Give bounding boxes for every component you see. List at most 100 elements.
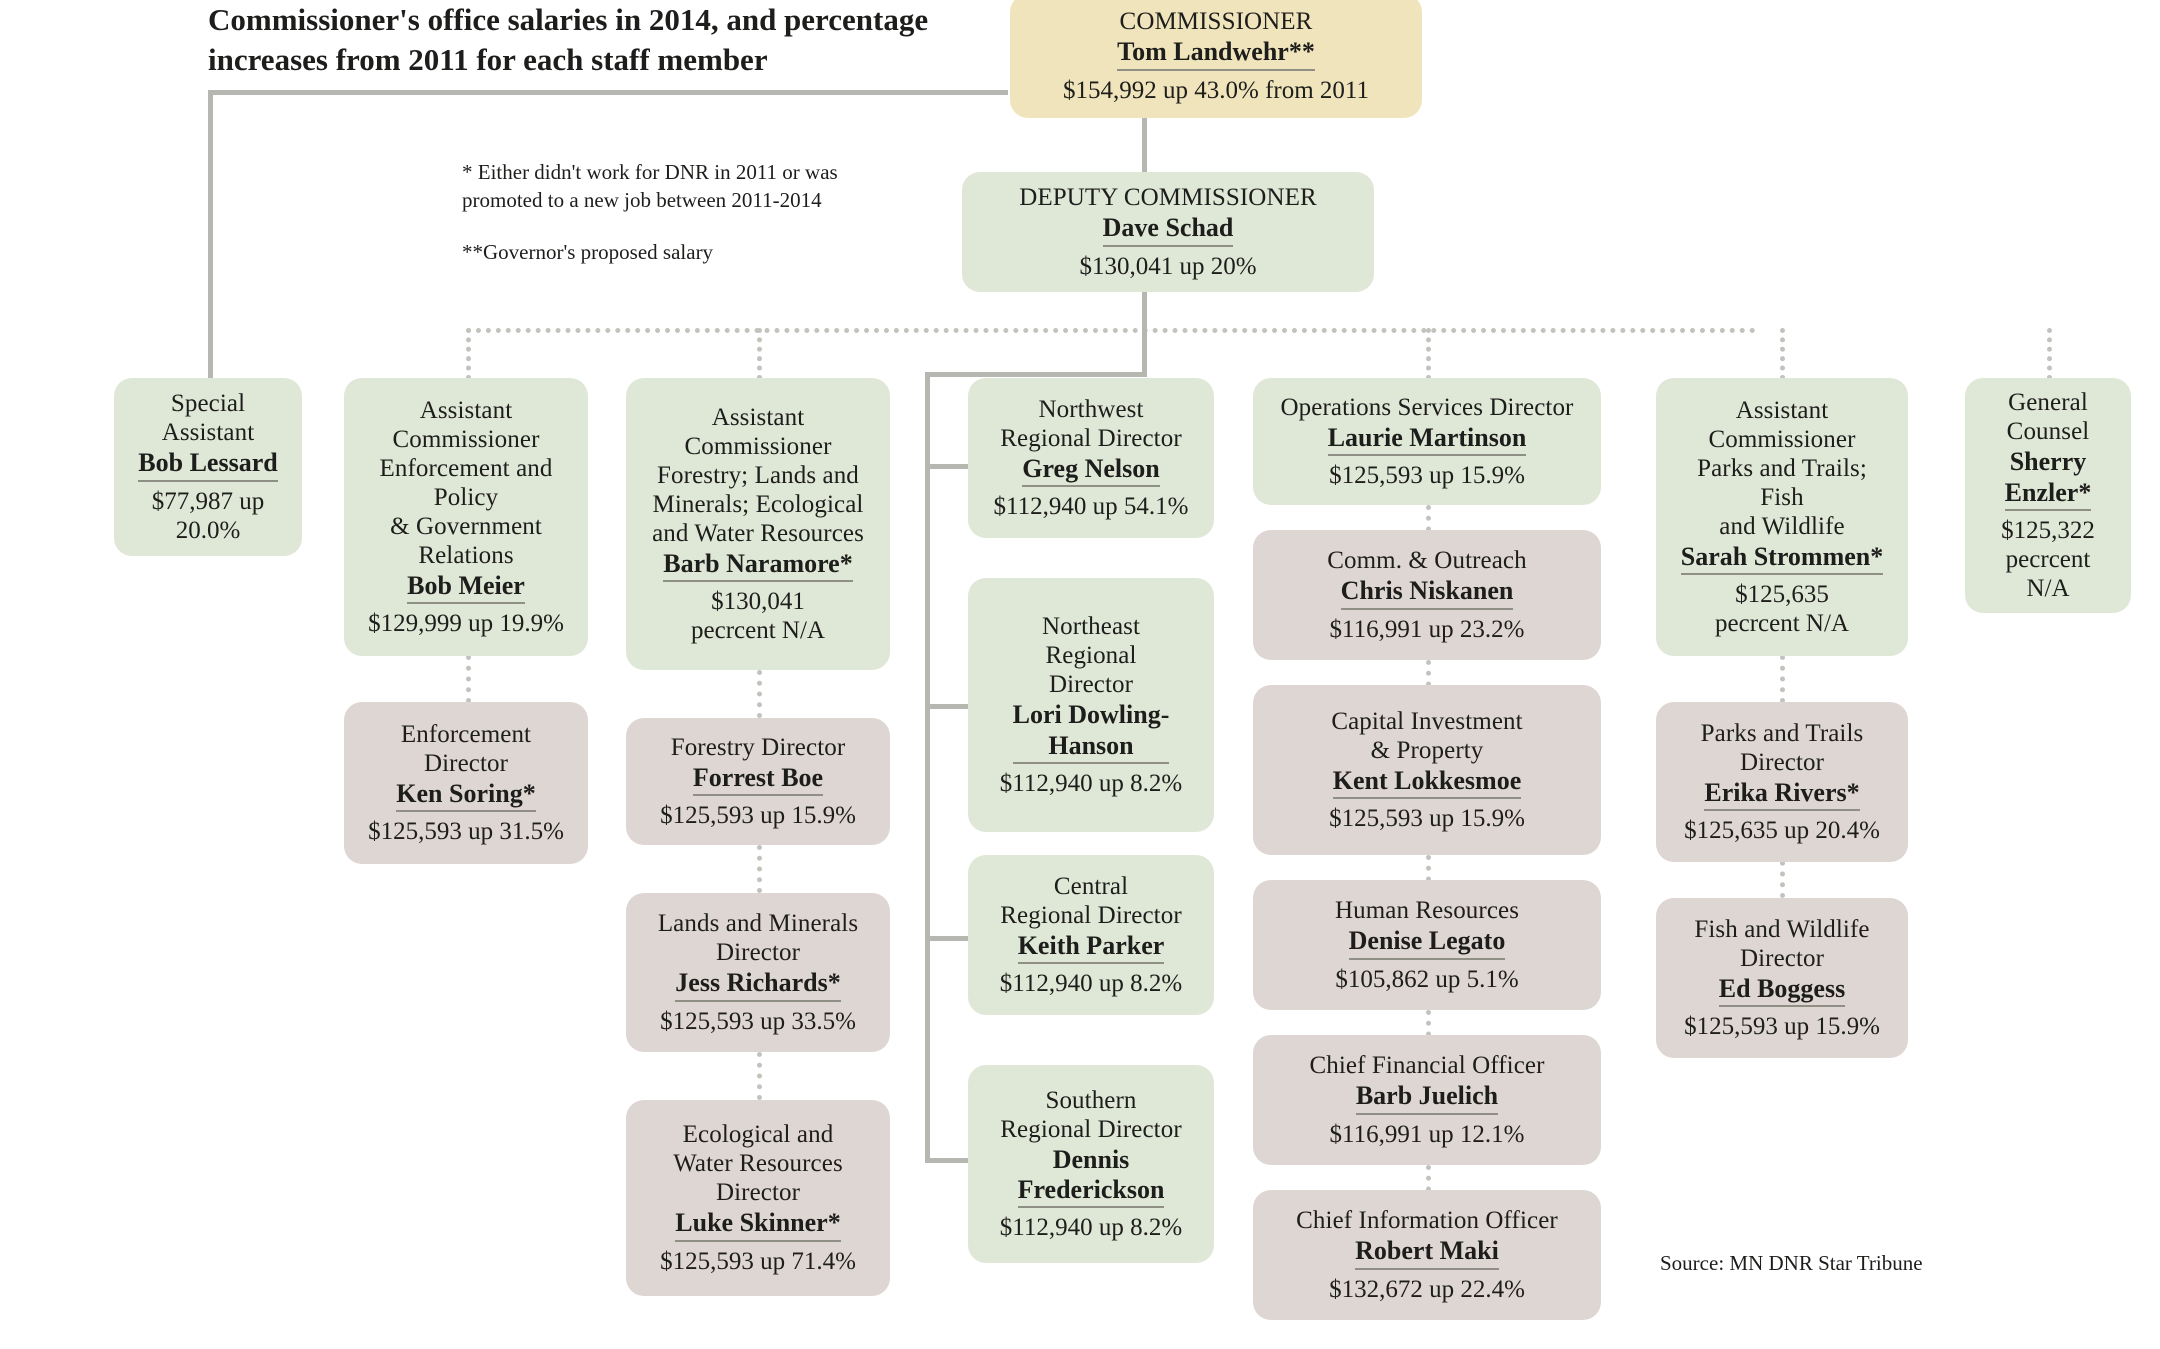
southern-role: Southern Regional Director <box>1000 1086 1182 1143</box>
enforcement-director-role: Enforcement Director <box>400 720 532 777</box>
footnote-double-star: **Governor's proposed salary <box>462 240 714 264</box>
forestry-director-pay: $125,593 up 15.9% <box>660 802 856 830</box>
operations-pay: $125,593 up 15.9% <box>1329 462 1525 490</box>
cfo-pay: $116,991 up 12.1% <box>1329 1120 1525 1148</box>
node-general-counsel[interactable]: General Counsel Sherry Enzler* $125,322 … <box>1965 378 2131 613</box>
general-counsel-role: General Counsel <box>2006 389 2090 446</box>
ecological-water-name: Luke Skinner* <box>675 1208 841 1242</box>
node-northeast-regional[interactable]: Northeast Regional Director Lori Dowling… <box>968 578 1214 832</box>
hr-role: Human Resources <box>1334 897 1520 925</box>
ac-enforcement-name: Bob Meier <box>407 571 525 605</box>
commissioner-role: COMMISSIONER <box>1119 8 1313 36</box>
ac-enforcement-pay: $129,999 up 19.9% <box>368 610 564 638</box>
node-northwest-regional[interactable]: Northwest Regional Director Greg Nelson … <box>968 378 1214 538</box>
node-lands-minerals-director[interactable]: Lands and Minerals Director Jess Richard… <box>626 893 890 1052</box>
southern-name: Dennis Frederickson <box>1017 1145 1165 1209</box>
fish-wildlife-name: Ed Boggess <box>1718 974 1846 1008</box>
comm-outreach-role: Comm. & Outreach <box>1327 547 1527 575</box>
cio-name: Robert Maki <box>1355 1236 1499 1270</box>
node-operations-services[interactable]: Operations Services Director Laurie Mart… <box>1253 378 1601 505</box>
chain-ecological <box>757 1052 762 1100</box>
drop-general-counsel <box>2047 328 2052 380</box>
chain-lands <box>757 845 762 893</box>
commissioner-pay: $154,992 up 43.0% from 2011 <box>1063 76 1369 104</box>
node-cio[interactable]: Chief Information Officer Robert Maki $1… <box>1253 1190 1601 1320</box>
northwest-name: Greg Nelson <box>1022 454 1160 488</box>
lands-minerals-role: Lands and Minerals Director <box>657 910 859 967</box>
enforcement-director-name: Ken Soring* <box>396 779 536 813</box>
node-parks-trails-director[interactable]: Parks and Trails Director Erika Rivers* … <box>1656 702 1908 862</box>
ac-forestry-name: Barb Naramore* <box>663 549 853 583</box>
connector-deputy-regional-down <box>1142 328 1147 376</box>
cio-pay: $132,672 up 22.4% <box>1329 1275 1525 1303</box>
connector-regional-elbow <box>925 372 1147 377</box>
connector-regional-stub-ne <box>925 704 970 709</box>
hr-pay: $105,862 up 5.1% <box>1335 965 1519 993</box>
chain-cio <box>1426 1165 1431 1213</box>
connector-regional-stub-central <box>925 936 970 941</box>
special-assistant-role: Special Assistant <box>161 390 255 447</box>
footnote-single-star: * Either didn't work for DNR in 2011 or … <box>462 160 838 213</box>
northwest-pay: $112,940 up 54.1% <box>993 493 1189 521</box>
special-assistant-name: Bob Lessard <box>138 448 278 482</box>
central-pay: $112,940 up 8.2% <box>999 970 1183 998</box>
node-central-regional[interactable]: Central Regional Director Keith Parker $… <box>968 855 1214 1015</box>
southern-pay: $112,940 up 8.2% <box>999 1214 1183 1242</box>
northwest-role: Northwest Regional Director <box>1000 395 1182 452</box>
deputy-role: DEPUTY COMMISSIONER <box>1019 184 1317 212</box>
parks-trails-role: Parks and Trails Director <box>1700 719 1864 776</box>
node-deputy-commissioner[interactable]: DEPUTY COMMISSIONER Dave Schad $130,041 … <box>962 172 1374 292</box>
cfo-name: Barb Juelich <box>1355 1081 1499 1115</box>
comm-outreach-pay: $116,991 up 23.2% <box>1329 615 1525 643</box>
node-special-assistant[interactable]: Special Assistant Bob Lessard $77,987 up… <box>114 378 302 556</box>
node-ac-forestry[interactable]: Assistant Commissioner Forestry; Lands a… <box>626 378 890 670</box>
node-enforcement-director[interactable]: Enforcement Director Ken Soring* $125,59… <box>344 702 588 864</box>
operations-name: Laurie Martinson <box>1327 423 1527 457</box>
commissioner-name: Tom Landwehr** <box>1117 37 1315 71</box>
enforcement-director-pay: $125,593 up 31.5% <box>368 818 564 846</box>
capital-name: Kent Lokkesmoe <box>1332 766 1522 800</box>
drop-ac-enforcement <box>466 328 471 380</box>
lands-minerals-pay: $125,593 up 33.5% <box>660 1007 856 1035</box>
ac-forestry-pay: $130,041 pecrcent N/A <box>691 588 825 645</box>
chain-cfo <box>1426 1010 1431 1058</box>
central-name: Keith Parker <box>1017 931 1165 965</box>
forestry-director-role: Forestry Director <box>670 733 846 761</box>
ecological-water-role: Ecological and Water Resources Director <box>673 1121 843 1207</box>
connector-commissioner-special-vertical <box>208 90 213 378</box>
distributor-line <box>466 328 1756 333</box>
connector-regional-spine <box>925 372 930 1162</box>
connector-deputy-down <box>1142 288 1147 358</box>
page-title: Commissioner's office salaries in 2014, … <box>208 2 929 78</box>
forestry-director-name: Forrest Boe <box>692 763 824 797</box>
source-credit: Source: MN DNR Star Tribune <box>1660 1251 1923 1275</box>
chain-fish <box>1780 850 1785 898</box>
connector-regional-stub-nw <box>925 464 970 469</box>
chain-enforcement <box>466 655 471 703</box>
chain-hr <box>1426 855 1431 903</box>
node-ac-parks[interactable]: Assistant Commissioner Parks and Trails;… <box>1656 378 1908 656</box>
ac-parks-name: Sarah Strommen* <box>1680 542 1884 576</box>
node-human-resources[interactable]: Human Resources Denise Legato $105,862 u… <box>1253 880 1601 1010</box>
node-forestry-director[interactable]: Forestry Director Forrest Boe $125,593 u… <box>626 718 890 845</box>
general-counsel-name: Sherry Enzler* <box>2004 447 2092 511</box>
node-commissioner[interactable]: COMMISSIONER Tom Landwehr** $154,992 up … <box>1010 0 1422 118</box>
node-ecological-water-director[interactable]: Ecological and Water Resources Director … <box>626 1100 890 1296</box>
central-role: Central Regional Director <box>1000 872 1182 929</box>
node-ac-enforcement[interactable]: Assistant Commissioner Enforcement and P… <box>344 378 588 656</box>
hr-name: Denise Legato <box>1348 926 1506 960</box>
chain-forestry <box>757 670 762 718</box>
deputy-pay: $130,041 up 20% <box>1079 252 1257 280</box>
general-counsel-pay: $125,322 pecrcent N/A <box>2001 516 2095 602</box>
ac-parks-pay: $125,635 pecrcent N/A <box>1715 581 1849 638</box>
parks-trails-pay: $125,635 up 20.4% <box>1684 817 1880 845</box>
fish-wildlife-role: Fish and Wildlife Director <box>1694 915 1870 972</box>
northeast-pay: $112,940 up 8.2% <box>999 769 1183 797</box>
node-capital-investment[interactable]: Capital Investment & Property Kent Lokke… <box>1253 685 1601 855</box>
node-comm-outreach[interactable]: Comm. & Outreach Chris Niskanen $116,991… <box>1253 530 1601 660</box>
capital-role: Capital Investment & Property <box>1331 707 1523 764</box>
node-southern-regional[interactable]: Southern Regional Director Dennis Freder… <box>968 1065 1214 1263</box>
node-cfo[interactable]: Chief Financial Officer Barb Juelich $11… <box>1253 1035 1601 1165</box>
node-fish-wildlife-director[interactable]: Fish and Wildlife Director Ed Boggess $1… <box>1656 898 1908 1058</box>
chain-capital <box>1426 660 1431 708</box>
